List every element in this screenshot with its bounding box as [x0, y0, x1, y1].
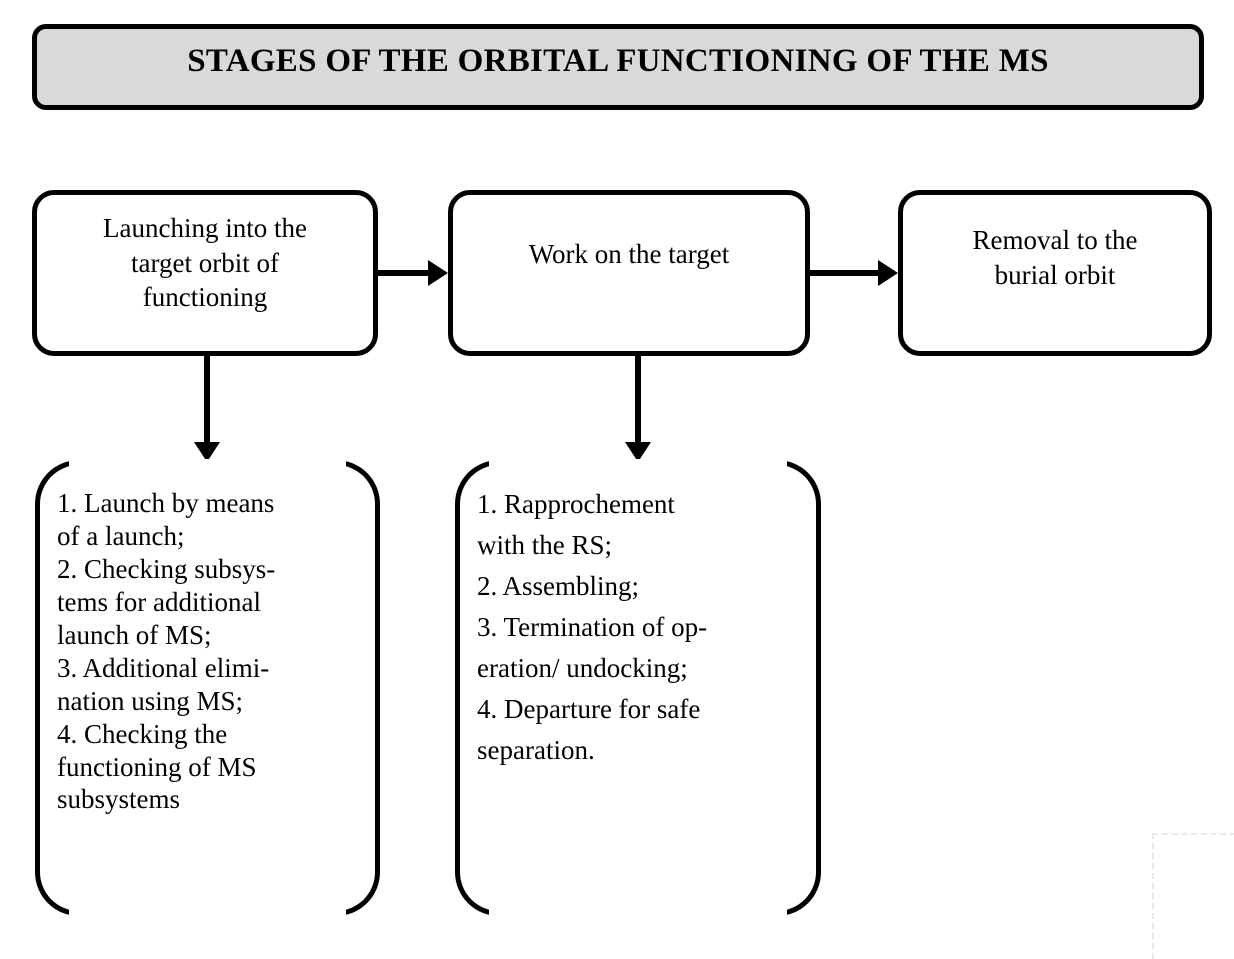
bracket-bottom-gap — [489, 909, 787, 917]
page-title: STAGES OF THE ORBITAL FUNCTIONING OF THE… — [187, 43, 1049, 79]
detail-box-launching-list: 1. Launch by means of a launch; 2. Check… — [57, 488, 276, 815]
bracket-top-gap — [69, 459, 346, 467]
diagram-title-banner: STAGES OF THE ORBITAL FUNCTIONING OF THE… — [32, 24, 1204, 110]
stage-box-removal-burial-orbit: Removal to the burial orbit — [898, 190, 1212, 356]
arrow-shaft — [204, 356, 210, 444]
stage-box-removal-burial-orbit-label: Removal to the burial orbit — [972, 225, 1138, 290]
arrow-down-icon-launching-to-details — [194, 356, 220, 462]
arrow-shaft — [378, 270, 432, 276]
arrow-shaft — [635, 356, 641, 444]
stage-box-work-on-target-label: Work on the target — [528, 239, 730, 269]
arrow-down-icon-work-to-details — [625, 356, 651, 462]
arrow-head — [194, 442, 220, 462]
detail-box-work-on-target-list: 1. Rapprochement with the RS; 2. Assembl… — [477, 489, 708, 766]
bracket-bottom-gap — [69, 909, 346, 917]
stage-box-launching: Launching into the target orbit of funct… — [32, 190, 378, 356]
arrow-head — [428, 260, 448, 286]
arrow-right-icon-launching-to-work — [378, 260, 450, 286]
stage-box-launching-label: Launching into the target orbit of funct… — [103, 213, 307, 313]
arrow-head — [625, 442, 651, 462]
bracket-top-gap — [489, 459, 787, 467]
arrow-right-icon-work-to-removal — [810, 260, 900, 286]
arrow-head — [878, 260, 898, 286]
detail-box-launching: 1. Launch by means of a launch; 2. Check… — [35, 459, 380, 917]
arrow-shaft — [810, 270, 882, 276]
placeholder-frame-artifact — [1152, 833, 1234, 959]
stage-box-work-on-target: Work on the target — [448, 190, 810, 356]
detail-box-work-on-target: 1. Rapprochement with the RS; 2. Assembl… — [455, 459, 821, 917]
